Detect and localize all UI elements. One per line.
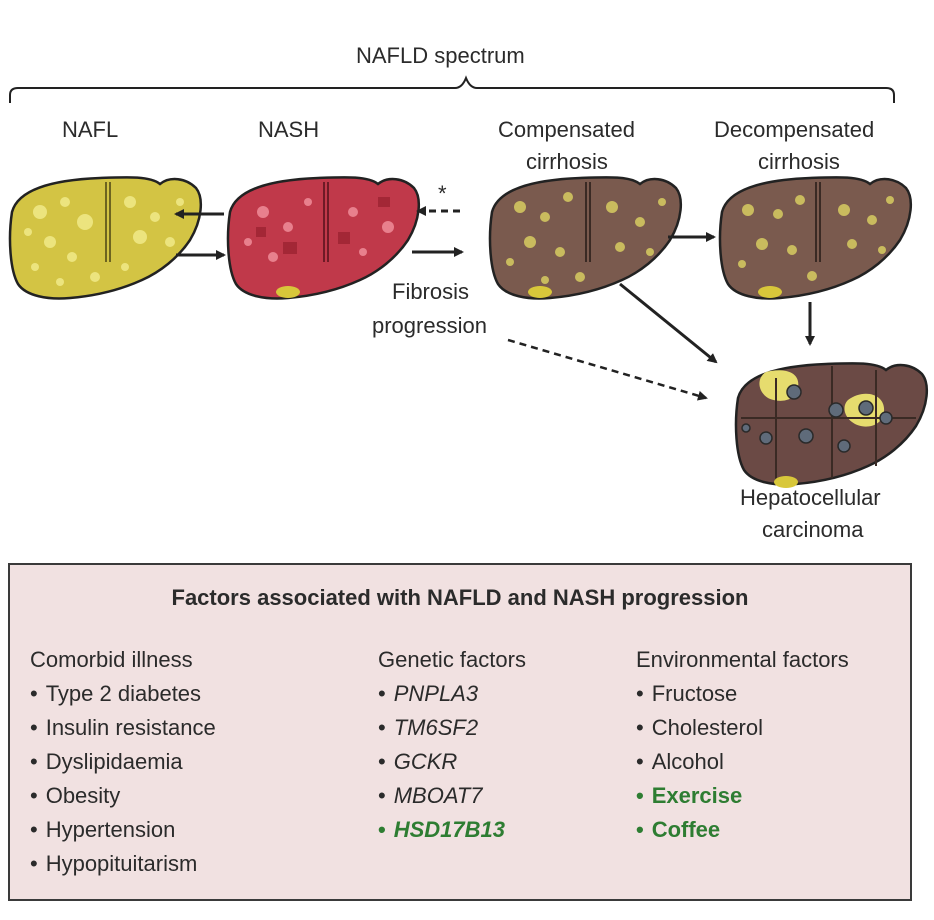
list-item: GCKR	[378, 745, 526, 779]
genetic-heading: Genetic factors	[378, 647, 526, 672]
list-item: Obesity	[30, 779, 216, 813]
environmental-heading: Environmental factors	[636, 647, 849, 672]
list-item: Hypopituitarism	[30, 847, 216, 881]
comorbid-list: Type 2 diabetes Insulin resistance Dysli…	[30, 677, 216, 881]
list-item: HSD17B13	[378, 813, 526, 847]
list-item: Alcohol	[636, 745, 849, 779]
arrow-compensated-to-hcc	[619, 282, 718, 364]
fibrosis-label-line2: progression	[372, 313, 487, 338]
environmental-column: Environmental factors Fructose Cholester…	[636, 643, 849, 847]
list-item: Hypertension	[30, 813, 216, 847]
stage-label-decompensated-line1: Decompensated	[714, 117, 875, 142]
list-item: Dyslipidaemia	[30, 745, 216, 779]
list-item: Exercise	[636, 779, 849, 813]
nafld-progression-diagram	[8, 75, 929, 488]
list-item: Cholesterol	[636, 711, 849, 745]
spectrum-brace	[9, 75, 895, 103]
stage-label-hcc-line2: carcinoma	[762, 517, 864, 542]
list-item: Type 2 diabetes	[30, 677, 216, 711]
compensated-cirrhosis-liver-image	[488, 176, 683, 300]
stage-label-compensated-line2: cirrhosis	[526, 149, 608, 174]
stage-label-hcc-line1: Hepatocellular	[740, 485, 881, 510]
list-item: Coffee	[636, 813, 849, 847]
stage-label-decompensated-line2: cirrhosis	[758, 149, 840, 174]
factors-title: Factors associated with NAFLD and NASH p…	[171, 585, 749, 610]
genetic-list: PNPLA3 TM6SF2 GCKR MBOAT7 HSD17B13	[378, 677, 526, 847]
spectrum-label: NAFLD spectrum	[356, 43, 525, 68]
list-item: Insulin resistance	[30, 711, 216, 745]
environmental-list: Fructose Cholesterol Alcohol Exercise Co…	[636, 677, 849, 847]
nafl-liver-image	[8, 176, 203, 300]
factors-box: Factors associated with NAFLD and NASH p…	[8, 563, 912, 901]
asterisk-marker: *	[438, 181, 447, 206]
genetic-column: Genetic factors PNPLA3 TM6SF2 GCKR MBOAT…	[378, 643, 526, 847]
stage-label-nafl: NAFL	[62, 117, 119, 142]
stage-label-nash: NASH	[258, 117, 320, 142]
hcc-liver-image	[734, 362, 929, 488]
list-item: TM6SF2	[378, 711, 526, 745]
comorbid-heading: Comorbid illness	[30, 647, 193, 672]
stage-label-compensated-line1: Compensated	[498, 117, 635, 142]
list-item: PNPLA3	[378, 677, 526, 711]
fibrosis-label-line1: Fibrosis	[392, 279, 470, 304]
nash-liver-image	[226, 176, 421, 300]
decompensated-cirrhosis-liver-image	[718, 176, 913, 300]
comorbid-column: Comorbid illness Type 2 diabetes Insulin…	[30, 643, 216, 881]
list-item: MBOAT7	[378, 779, 526, 813]
arrow-nash-to-hcc-dashed	[507, 338, 708, 401]
list-item: Fructose	[636, 677, 849, 711]
